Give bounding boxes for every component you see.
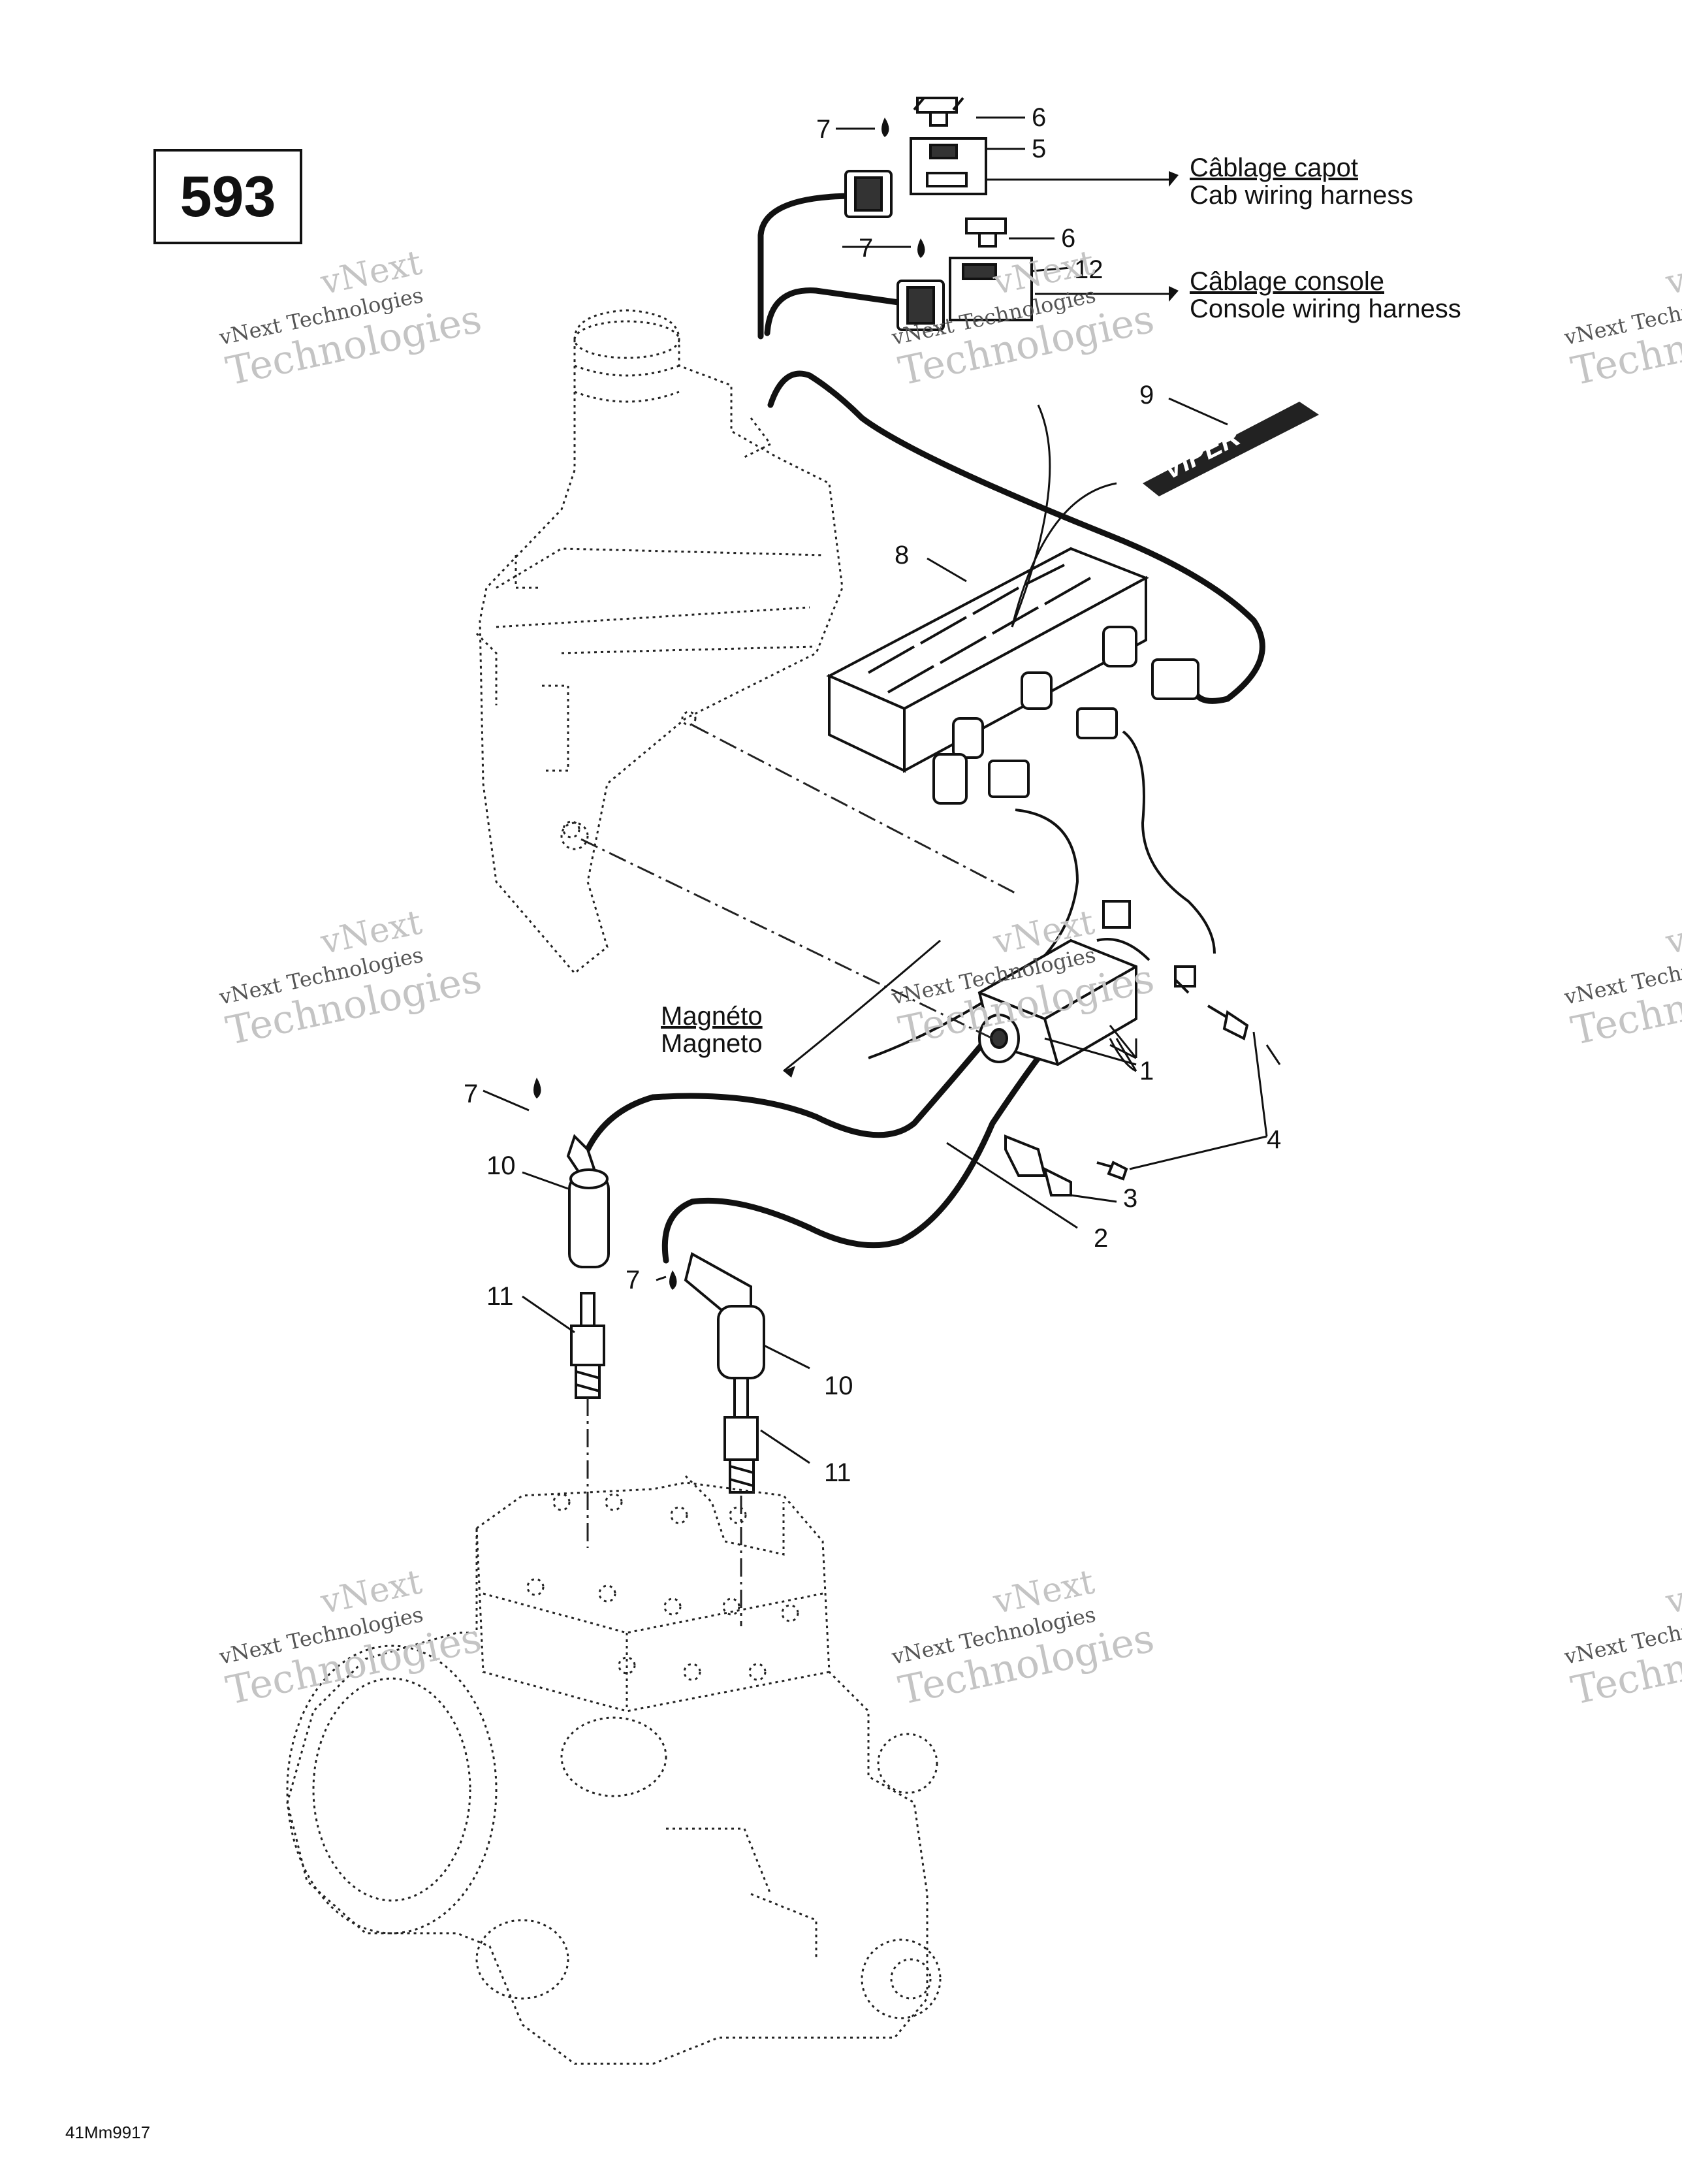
callout-12: 12: [1074, 255, 1103, 284]
leader-lines: [483, 116, 1281, 1464]
callout-1: 1: [1139, 1057, 1154, 1085]
callout-2: 2: [1094, 1224, 1109, 1253]
spark-plug-cap-1: [566, 1134, 610, 1268]
spark-plug-cap-2: [684, 1251, 765, 1379]
connector-console: [897, 217, 1033, 331]
wiring: [584, 193, 1265, 1264]
console-harness-fr: Câblage console: [1190, 267, 1384, 296]
console-harness-en: Console wiring harness: [1190, 295, 1461, 323]
magneto-en: Magneto: [661, 1029, 763, 1058]
callout-10: 10: [486, 1151, 516, 1180]
magneto-label: Magnéto Magneto: [661, 1003, 763, 1057]
connector-cab: [844, 97, 987, 218]
electronic-module: [826, 547, 1199, 805]
cab-harness-en: Cab wiring harness: [1190, 181, 1414, 210]
diagram-number-box: 593: [153, 149, 302, 244]
alignment-lines: [580, 724, 1019, 1626]
callout-8: 8: [895, 541, 910, 570]
engine: [286, 1475, 942, 2065]
screws: [1096, 1004, 1249, 1181]
callout-7: 7: [816, 115, 831, 144]
callout-3: 3: [1123, 1184, 1138, 1213]
callout-9: 9: [1139, 381, 1154, 410]
callout-7: 7: [626, 1266, 641, 1294]
callout-6: 6: [1032, 103, 1047, 132]
arrows: [784, 171, 1179, 1078]
console-harness-label: Câblage console Console wiring harness: [1190, 268, 1461, 323]
spark-plug-2: [723, 1377, 759, 1494]
magneto-fr: Magnéto: [661, 1002, 763, 1031]
callout-11: 11: [486, 1282, 514, 1311]
footer-code: 41Mm9917: [65, 2123, 151, 2142]
decal-text: VIPER: [1158, 421, 1245, 485]
callout-11: 11: [824, 1458, 851, 1487]
callout-7: 7: [464, 1080, 479, 1108]
callout-10: 10: [824, 1372, 853, 1400]
cab-harness-label: Câblage capot Cab wiring harness: [1190, 154, 1413, 209]
spark-plug-1: [570, 1292, 605, 1399]
callout-7: 7: [859, 234, 874, 263]
diagram-number: 593: [180, 164, 276, 229]
callout-4: 4: [1267, 1125, 1282, 1154]
ignition-coil: [977, 900, 1196, 1067]
callout-6: 6: [1061, 224, 1076, 253]
thin-wires: [868, 730, 1216, 1059]
cab-harness-fr: Câblage capot: [1190, 153, 1358, 182]
decal: VIPER: [1143, 402, 1319, 496]
callout-5: 5: [1032, 135, 1047, 163]
grease-drops: [533, 118, 925, 1290]
oil-tank: [475, 309, 844, 975]
